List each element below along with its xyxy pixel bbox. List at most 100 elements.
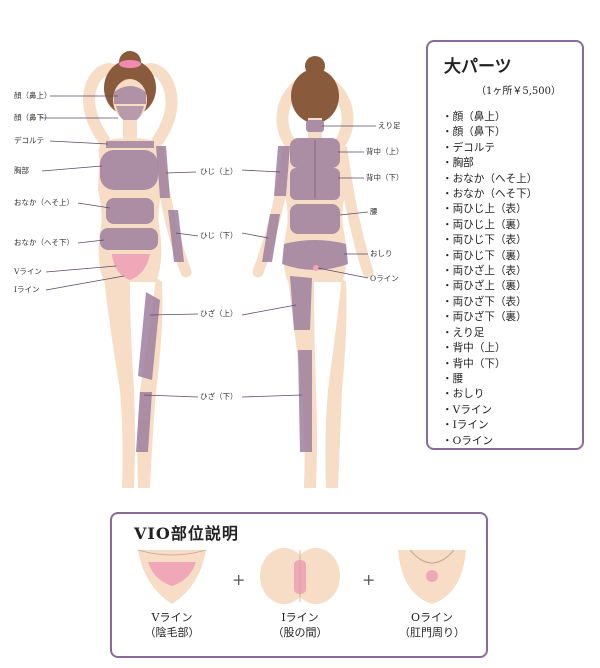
list-item: ・おなか（へそ下） <box>442 188 538 201</box>
list-item: ・Oライン <box>442 434 494 447</box>
front-chest-zone <box>100 150 158 190</box>
vio-iline-desc: （股の間） <box>272 626 328 639</box>
front-neck <box>123 120 137 138</box>
list-item: ・おなか（へそ上） <box>442 172 538 185</box>
label-knee-upper: ひざ（上） <box>200 308 238 318</box>
leader-iline <box>45 275 125 291</box>
front-decollete-zone <box>106 141 154 148</box>
leader-lines <box>40 95 376 398</box>
list-item: ・顔（鼻上） <box>442 111 506 123</box>
list-item: ・腰 <box>442 372 464 385</box>
plus-sign: + <box>362 570 376 589</box>
label-elbow-upper: ひじ（上） <box>200 167 238 176</box>
back-upper-leg-zone <box>290 276 312 330</box>
front-scrunchie <box>119 60 141 68</box>
label-hip: おしり <box>370 249 393 258</box>
label-vline: Vライン <box>13 267 42 276</box>
list-item: ・両ひざ上（表） <box>442 265 527 278</box>
front-left-leg <box>104 278 135 488</box>
label-decollete: デコルテ <box>14 135 44 145</box>
vio-item-iline: Iライン （股の間） <box>258 546 342 640</box>
leader-upper-belly <box>77 202 111 209</box>
front-vline-zone <box>112 254 150 280</box>
list-item: ・顔（鼻下） <box>442 126 506 139</box>
label-iline: Iライン <box>14 285 39 294</box>
large-parts-price: （1ヶ所￥5,500） <box>476 86 561 97</box>
back-waist-zone <box>290 204 340 234</box>
oline-illustration <box>398 549 466 604</box>
leader-elbow-upper <box>165 171 197 174</box>
leader-knee-upper <box>149 313 199 316</box>
front-face-upper-zone <box>114 86 146 104</box>
label-upper-back: 背中（上） <box>366 146 404 156</box>
vio-oline-desc: （肛門周り） <box>399 626 465 639</box>
vio-vline-name: Vライン <box>151 611 193 624</box>
label-knee-lower: ひざ（下） <box>200 391 238 401</box>
leader-oline <box>317 267 369 279</box>
back-lower-leg-zone <box>298 350 312 452</box>
label-oline: Oライン <box>370 274 399 283</box>
front-labels: 顔（鼻上） 顔（鼻下） デコルテ 胸部 おなか（へそ上） おなか（へそ下） Vラ… <box>13 90 238 401</box>
list-item: ・両ひじ下（表） <box>442 234 527 247</box>
front-right-upper-arm <box>138 63 178 146</box>
front-right-upper-elbow-zone <box>156 146 170 198</box>
vio-iline-name: Iライン <box>281 611 319 624</box>
iline-illustration <box>260 548 340 604</box>
vio-vline-desc: （陰毛部） <box>144 626 200 639</box>
leader-knee-lower <box>143 394 199 398</box>
label-face-upper: 顔（鼻上） <box>14 90 52 100</box>
back-head <box>291 69 339 123</box>
label-elbow-lower: ひじ（下） <box>200 231 238 240</box>
label-lower-back: 背中（下） <box>366 172 404 182</box>
list-item: ・両ひじ下（裏） <box>442 249 527 262</box>
back-labels: えり足 背中（上） 背中（下） 腰 おしり Oライン <box>366 121 404 283</box>
leader-knee-lower-back <box>241 394 303 398</box>
front-upper-belly-zone <box>106 198 154 224</box>
large-parts-panel: 大パーツ （1ヶ所￥5,500） ・顔（鼻上） ・顔（鼻下） ・デコルテ ・胸部… <box>426 40 584 450</box>
back-right-leg <box>325 278 347 488</box>
back-figure <box>252 56 374 488</box>
leader-vline <box>45 265 117 273</box>
back-nape-zone <box>306 120 324 132</box>
leader-chest <box>41 165 103 172</box>
label-nape: えり足 <box>378 121 401 130</box>
label-chest: 胸部 <box>14 165 29 175</box>
label-upper-belly: おなか（へそ上） <box>14 198 74 207</box>
back-oline-zone <box>313 265 319 271</box>
plus-sign: + <box>232 570 246 589</box>
vio-item-vline: Vライン （陰毛部） <box>130 546 214 640</box>
list-item: ・両ひじ上（表） <box>442 203 527 216</box>
back-upper-arm-zone <box>274 146 290 196</box>
list-item: ・胸部 <box>442 157 474 170</box>
vio-item-oline: Oライン （肛門周り） <box>390 546 474 640</box>
leader-elbow-upper-back <box>241 169 281 173</box>
vio-title: VIO部位説明 <box>134 524 239 543</box>
label-lower-belly: おなか（へそ下） <box>14 238 74 247</box>
leader-decollete <box>49 140 109 145</box>
front-right-lower-knee-zone <box>136 392 152 452</box>
leader-elbow-lower-back <box>241 232 269 239</box>
back-forearm-zone <box>262 214 280 262</box>
list-item: ・おしり <box>442 388 485 401</box>
large-parts-list: ・顔（鼻上） ・顔（鼻下） ・デコルテ ・胸部 ・おなか（へそ上） ・おなか（へ… <box>442 110 537 449</box>
front-lower-belly-zone <box>100 228 158 250</box>
front-face-lower-zone <box>116 106 144 123</box>
list-item: ・両ひざ上（裏） <box>442 280 527 293</box>
list-item: ・えり足 <box>442 326 485 339</box>
label-face-lower: 顔（鼻下） <box>14 112 52 122</box>
leader-lower-belly <box>77 239 105 244</box>
list-item: ・デコルテ <box>442 141 495 154</box>
leader-elbow-lower <box>175 232 199 237</box>
front-left-upper-arm <box>83 63 122 146</box>
front-figure <box>83 51 192 488</box>
vline-illustration <box>137 549 207 604</box>
vio-oline-name: Oライン <box>410 611 454 624</box>
back-hip-zone <box>282 240 348 270</box>
leader-knee-upper-back <box>241 304 297 316</box>
list-item: ・Vライン <box>442 403 493 416</box>
vio-explanation-panel: VIO部位説明 Vライン （陰毛部） + Iライン （股の間） + Oライン （… <box>110 512 488 658</box>
label-waist: 腰 <box>370 207 378 216</box>
large-parts-title: 大パーツ <box>444 57 512 77</box>
list-item: ・背中（下） <box>442 357 506 370</box>
